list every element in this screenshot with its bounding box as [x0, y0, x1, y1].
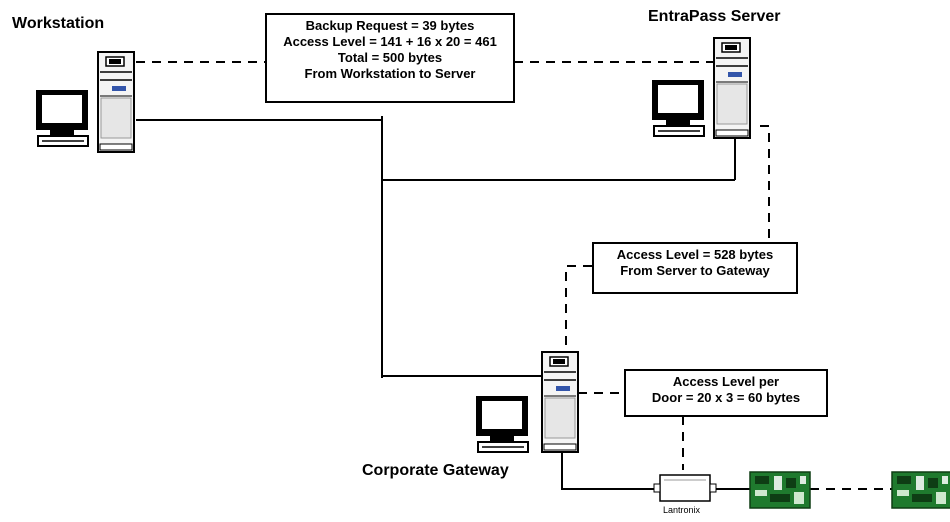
lantronix-label: Lantronix	[663, 505, 701, 515]
callout-leaders	[136, 61, 892, 490]
callout-line: From Server to Gateway	[620, 263, 770, 278]
callout-line: Access Level = 141 + 16 x 20 = 461	[283, 34, 497, 49]
callout-line: Door = 20 x 3 = 60 bytes	[651, 390, 801, 405]
server-gateway-leader-bottom	[565, 265, 592, 352]
server-monitor-icon	[651, 79, 705, 137]
per-door-callout: Access Level per Door = 20 x 3 = 60 byte…	[624, 369, 828, 417]
server-gateway-leader-top	[760, 125, 770, 240]
server-tower-icon	[713, 37, 751, 139]
workstation-label: Workstation	[12, 15, 105, 32]
workstation-monitor-icon	[35, 89, 89, 147]
backup-callout: Backup Request = 39 bytes Access Level =…	[265, 13, 515, 103]
controller-board-icon	[749, 471, 811, 509]
lantronix-device-icon	[653, 474, 717, 502]
network-links	[136, 116, 750, 490]
callout-line: From Workstation to Server	[304, 66, 476, 81]
server-label: EntraPass Server	[648, 8, 781, 25]
gateway-tower-icon	[541, 351, 579, 453]
callout-line: Access Level per	[672, 374, 780, 389]
gateway-lantronix-link	[561, 452, 660, 490]
gateway-label: Corporate Gateway	[362, 462, 509, 479]
server-gateway-callout: Access Level = 528 bytes From Server to …	[592, 242, 798, 294]
controller-board-icon	[891, 471, 950, 509]
callout-line: Total = 500 bytes	[337, 50, 443, 65]
workstation-tower-icon	[97, 51, 135, 153]
gateway-monitor-icon	[475, 395, 529, 453]
callout-line: Backup Request = 39 bytes	[305, 18, 475, 33]
callout-line: Access Level = 528 bytes	[616, 247, 774, 262]
